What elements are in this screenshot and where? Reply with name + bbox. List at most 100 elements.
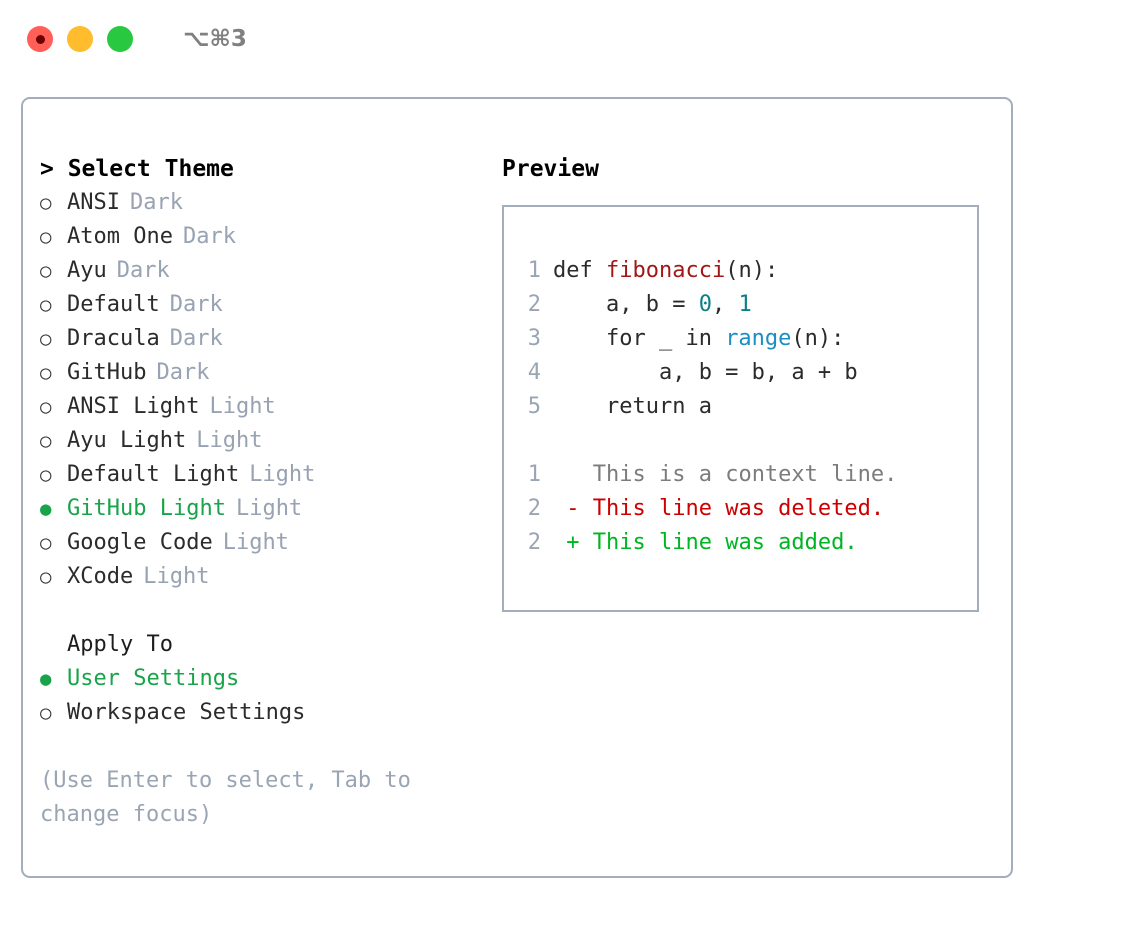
diff-line-del: 2 - This line was deleted.	[519, 492, 977, 526]
theme-option-dracula[interactable]: ○ Dracula Dark	[40, 322, 490, 356]
theme-option-ansi-light[interactable]: ○ ANSI Light Light	[40, 390, 490, 424]
theme-variant-badge: Dark	[116, 258, 170, 283]
apply-to-section: Apply To ● User Settings ○Workspace Settin…	[40, 628, 490, 730]
line-number: 1	[527, 462, 541, 487]
code-token-call: range	[725, 326, 792, 351]
code-token-plain: a, b = b, a + b	[553, 360, 858, 385]
line-number: 3	[527, 326, 541, 351]
theme-option-github-light[interactable]: ● GitHub Light Light	[40, 492, 490, 526]
line-number: 2	[527, 530, 541, 555]
code-spacer	[519, 424, 977, 458]
apply-to-option-label: User Settings	[67, 666, 240, 691]
minimize-button[interactable]	[67, 26, 93, 52]
code-token-num: 1	[738, 292, 752, 317]
apply-to-list: ● User Settings ○Workspace Settings	[40, 662, 490, 730]
theme-option-label: Atom One	[67, 224, 173, 249]
apply-to-heading: Apply To	[67, 632, 173, 657]
keyboard-shortcut-label: ⌥⌘3	[183, 26, 247, 52]
theme-variant-badge: Light	[249, 462, 316, 487]
maximize-button[interactable]	[107, 26, 133, 52]
diff-marker: -	[553, 496, 593, 521]
code-line: 2 a, b = 0, 1	[519, 288, 977, 322]
title-bar: ⌥⌘3	[0, 0, 1140, 78]
radio-unselected-icon: ○	[40, 430, 52, 452]
theme-variant-badge: Light	[222, 530, 289, 555]
theme-option-label: Default	[67, 292, 160, 317]
preview-heading: Preview	[502, 156, 599, 182]
radio-unselected-icon: ○	[40, 260, 52, 282]
line-number: 2	[527, 292, 541, 317]
apply-to-option-user-settings[interactable]: ● User Settings	[40, 662, 490, 696]
select-theme-heading: > Select Theme	[40, 156, 234, 182]
theme-option-label: Ayu Light	[67, 428, 187, 453]
theme-option-label: Google Code	[67, 530, 213, 555]
diff-sample: 1 This is a context line.2 - This line w…	[519, 458, 977, 560]
theme-option-label: XCode	[67, 564, 134, 589]
code-token-num: 0	[698, 292, 712, 317]
line-number: 2	[527, 496, 541, 521]
theme-option-label: ANSI Light	[67, 394, 200, 419]
radio-unselected-icon: ○	[40, 294, 52, 316]
theme-option-label: Dracula	[67, 326, 160, 351]
theme-variant-badge: Dark	[169, 292, 223, 317]
radio-unselected-icon: ○	[40, 702, 52, 724]
radio-unselected-icon: ○	[40, 566, 52, 588]
code-token-plain: (n):	[791, 326, 845, 351]
diff-text: This is a context line.	[592, 462, 898, 487]
theme-option-ayu-light[interactable]: ○ Ayu Light Light	[40, 424, 490, 458]
theme-option-label: Default Light	[67, 462, 240, 487]
radio-unselected-icon: ○	[40, 396, 52, 418]
theme-variant-badge: Dark	[129, 190, 183, 215]
line-number: 5	[527, 394, 541, 419]
theme-variant-badge: Light	[209, 394, 276, 419]
radio-selected-icon: ●	[40, 668, 52, 690]
radio-unselected-icon: ○	[40, 532, 52, 554]
line-number: 4	[527, 360, 541, 385]
code-line: 4 a, b = b, a + b	[519, 356, 977, 390]
code-line: 3 for _ in range(n):	[519, 322, 977, 356]
theme-variant-badge: Light	[143, 564, 210, 589]
theme-option-label: GitHub Light	[67, 496, 226, 521]
theme-option-ansi[interactable]: ○ ANSI Dark	[40, 186, 490, 220]
radio-unselected-icon: ○	[40, 192, 52, 214]
diff-marker	[553, 462, 593, 487]
radio-selected-icon: ●	[40, 498, 52, 520]
theme-option-xcode[interactable]: ○ XCode Light	[40, 560, 490, 594]
diff-line-add: 2 + This line was added.	[519, 526, 977, 560]
theme-option-default[interactable]: ○ Default Dark	[40, 288, 490, 322]
theme-option-label: ANSI	[67, 190, 120, 215]
code-token-plain: (n):	[725, 258, 779, 283]
theme-variant-badge: Dark	[169, 326, 223, 351]
keyboard-hint-text: (Use Enter to select, Tab to change focu…	[40, 768, 411, 827]
theme-variant-badge: Light	[235, 496, 303, 521]
line-number: 1	[527, 258, 541, 283]
close-button[interactable]	[27, 26, 53, 52]
theme-option-default-light[interactable]: ○ Default Light Light	[40, 458, 490, 492]
theme-variant-badge: Light	[196, 428, 263, 453]
radio-unselected-icon: ○	[40, 328, 52, 350]
diff-line-ctx: 1 This is a context line.	[519, 458, 977, 492]
code-line: 1 def fibonacci(n):	[519, 254, 977, 288]
theme-variant-badge: Dark	[156, 360, 210, 385]
radio-unselected-icon: ○	[40, 464, 52, 486]
code-token-plain: def	[553, 258, 606, 283]
theme-variant-badge: Dark	[182, 224, 236, 249]
code-token-plain: return a	[553, 394, 712, 419]
close-icon	[35, 34, 45, 44]
theme-option-label: GitHub	[67, 360, 147, 385]
theme-option-atom-one[interactable]: ○ Atom One Dark	[40, 220, 490, 254]
radio-unselected-icon: ○	[40, 226, 52, 248]
apply-to-option-workspace-settings[interactable]: ○Workspace Settings	[40, 696, 490, 730]
theme-option-google-code[interactable]: ○ Google Code Light	[40, 526, 490, 560]
diff-text: This line was deleted.	[592, 496, 885, 521]
code-token-fn: fibonacci	[605, 258, 726, 283]
